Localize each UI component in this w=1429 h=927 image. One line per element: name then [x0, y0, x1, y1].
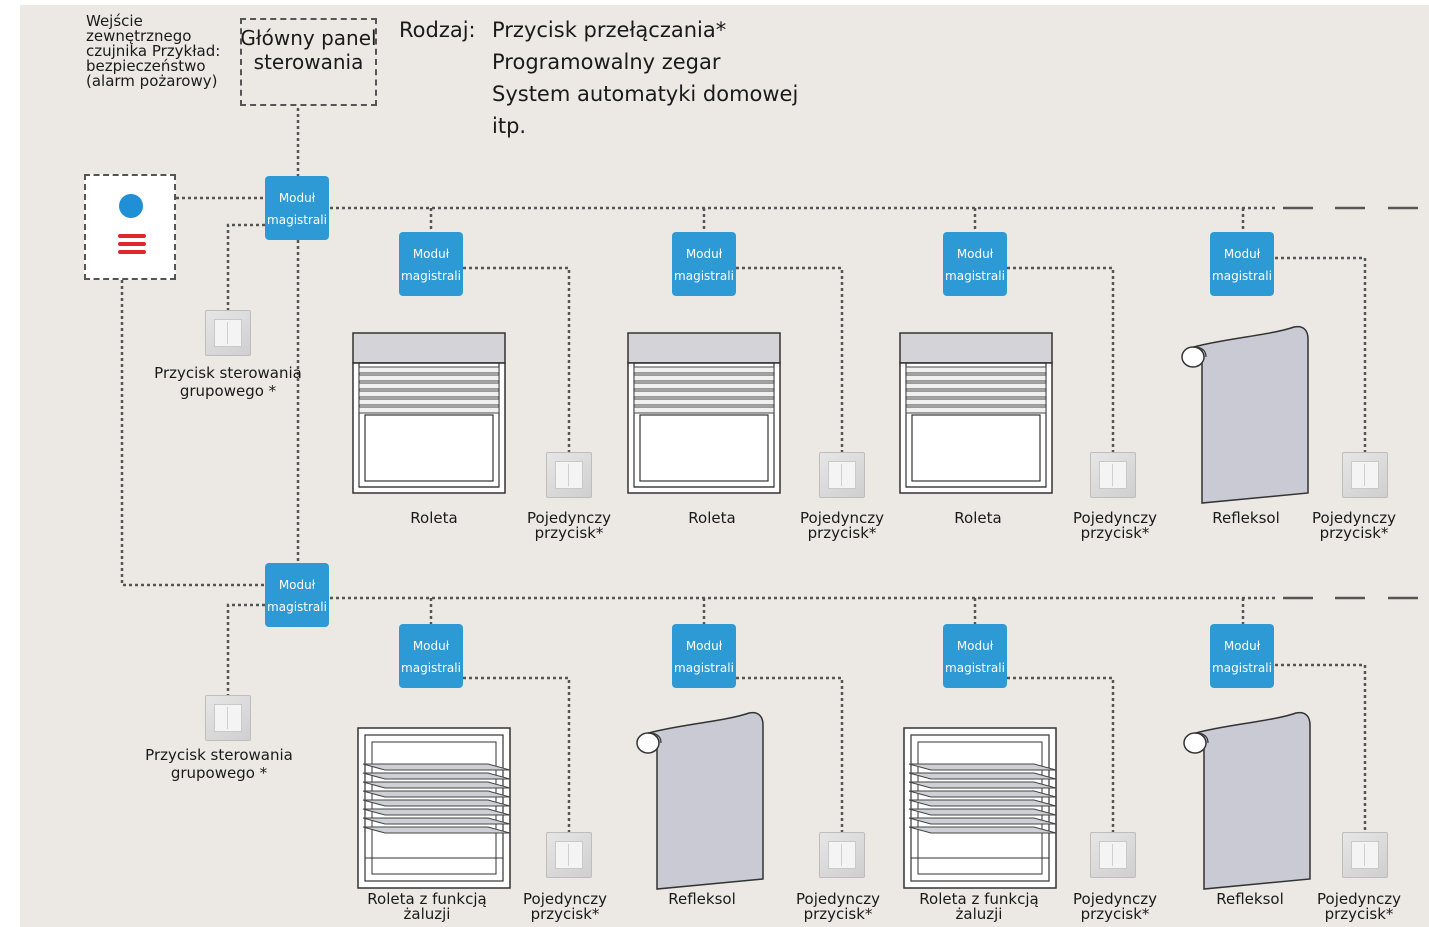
type-item-4: itp.	[492, 114, 527, 138]
type-item-1: Przycisk przełączania*	[492, 18, 727, 42]
single-switch-icon-r1-3	[1090, 452, 1136, 498]
roller-shutter-1	[352, 332, 506, 494]
group-switch-label-2: Przycisk sterowania grupowego *	[145, 746, 293, 782]
bottom-drops	[429, 598, 1245, 624]
single-switch-icon-r1-1	[546, 452, 592, 498]
device-label-r1-4: Refleksol	[1212, 509, 1280, 527]
single-switch-icon-r1-2	[819, 452, 865, 498]
group-switch-icon-2	[205, 695, 251, 741]
roller-shutter-3	[899, 332, 1053, 494]
wire-r1-2	[736, 266, 844, 452]
single-switch-label-r2-2: Pojedynczy przycisk*	[796, 890, 880, 923]
alarm-bars-icon	[118, 234, 146, 254]
main-control-panel	[240, 18, 377, 106]
wire-r1-1	[463, 266, 571, 452]
single-switch-icon-r2-2	[819, 832, 865, 878]
trunk-continuation	[1283, 206, 1418, 600]
single-switch-label-r1-4: Pojedynczy przycisk*	[1312, 509, 1396, 542]
venetian-shutter-2	[903, 727, 1057, 889]
wire-r2-4	[1275, 663, 1367, 832]
device-label-r2-3: Roleta z funkcją żaluzji	[919, 890, 1039, 923]
device-label-r1-2: Roleta	[688, 509, 736, 527]
sensor-input-label: Wejście zewnętrznego czujnika Przykład: …	[86, 12, 221, 90]
single-switch-label-r2-4: Pojedynczy przycisk*	[1317, 890, 1401, 923]
group-switch-icon-1	[205, 310, 251, 356]
wire-r1-4	[1275, 256, 1367, 452]
wire-bus-to-group-switch-2	[226, 603, 265, 695]
single-switch-icon-r2-1	[546, 832, 592, 878]
wire-r1-3	[1007, 266, 1115, 452]
device-label-r1-3: Roleta	[954, 509, 1002, 527]
device-label-r2-2: Refleksol	[668, 890, 736, 908]
refleksol-1	[1181, 325, 1309, 504]
bus-wires	[120, 108, 1367, 832]
venetian-shutter-1	[357, 727, 511, 889]
group-switch-label-1: Przycisk sterowania grupowego *	[154, 364, 302, 400]
device-label-r1-1: Roleta	[410, 509, 458, 527]
single-switch-icon-r2-3	[1090, 832, 1136, 878]
top-drops	[429, 208, 1245, 232]
single-switch-label-r2-1: Pojedynczy przycisk*	[523, 890, 607, 923]
single-switch-label-r1-2: Pojedynczy przycisk*	[800, 509, 884, 542]
type-item-3: System automatyki domowej	[492, 82, 799, 106]
refleksol-3	[1183, 711, 1311, 890]
type-item-2: Programowalny zegar	[492, 50, 721, 74]
single-switch-icon-r1-4	[1342, 452, 1388, 498]
sensor-device	[84, 174, 176, 280]
alarm-indicator-icon	[119, 194, 143, 218]
refleksol-2	[636, 711, 764, 890]
main-control-panel-label: Główny panel sterowania	[240, 26, 377, 74]
device-label-r2-4: Refleksol	[1216, 890, 1284, 908]
roller-shutter-2	[627, 332, 781, 494]
wire-bus-to-group-switch-1	[226, 223, 265, 310]
single-switch-label-r2-3: Pojedynczy przycisk*	[1073, 890, 1157, 923]
single-switch-icon-r2-4	[1342, 832, 1388, 878]
single-switch-label-r1-3: Pojedynczy przycisk*	[1073, 509, 1157, 542]
type-prefix: Rodzaj:	[399, 18, 476, 42]
device-label-r2-1: Roleta z funkcją żaluzji	[367, 890, 487, 923]
single-switch-label-r1-1: Pojedynczy przycisk*	[527, 509, 611, 542]
